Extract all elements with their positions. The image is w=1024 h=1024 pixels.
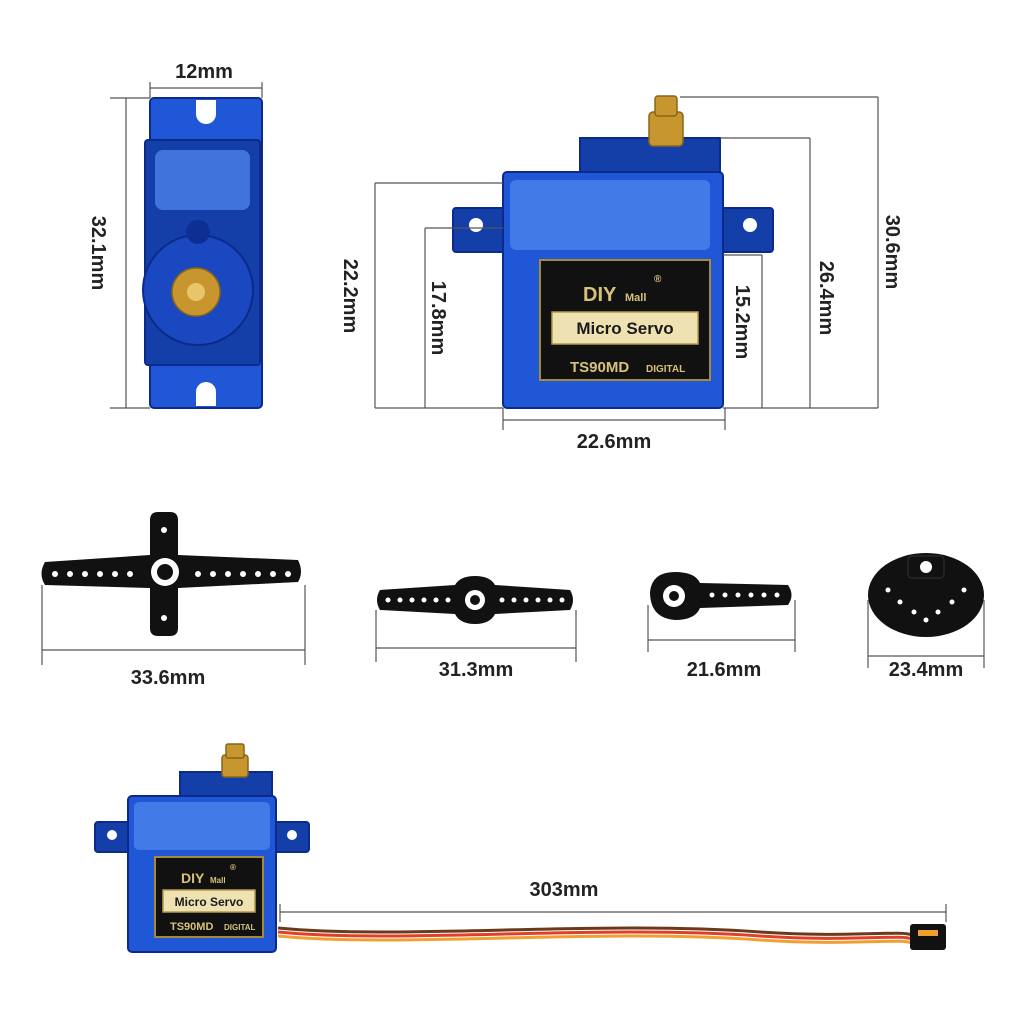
model-type: DIGITAL	[646, 364, 685, 375]
servo-front-view: DIY Mall ® Micro Servo TS90MD DIGITAL	[452, 95, 774, 409]
product-label-small: DIY Mall ® Micro Servo TS90MD DIGITAL	[154, 856, 264, 938]
dim-label-cable-length: 303mm	[530, 879, 599, 901]
dim-label-horn-disc: 23.4mm	[889, 659, 964, 681]
registered-mark-small: ®	[230, 863, 236, 872]
servo-with-cable: DIY Mall ® Micro Servo TS90MD DIGITAL	[94, 743, 946, 953]
dim-label-horn-double: 31.3mm	[439, 659, 514, 681]
horn-disc	[868, 553, 984, 637]
dim-label-side-height: 32.1mm	[87, 216, 109, 291]
horn-single	[650, 572, 792, 620]
dim-label-front-total-height: 30.6mm	[881, 215, 903, 290]
dim-label-front-width: 22.6mm	[577, 431, 652, 453]
brand-mall-small: Mall	[210, 876, 226, 885]
product-label: DIY Mall ® Micro Servo TS90MD DIGITAL	[539, 259, 711, 381]
dim-front-body-height: 22.2mm	[339, 182, 503, 409]
dim-front-total-height: 30.6mm	[680, 96, 903, 409]
dim-side-width: 12mm	[149, 61, 263, 98]
dim-label-side-width: 12mm	[175, 61, 233, 83]
dim-front-width: 22.6mm	[502, 408, 726, 453]
horn-cross	[41, 512, 301, 636]
dim-horn-single: 21.6mm	[647, 600, 796, 681]
dim-front-top-height: 26.4mm	[720, 137, 837, 408]
mount-slot-bottom	[196, 382, 216, 406]
connector-icon	[910, 924, 946, 950]
model-number-small: TS90MD	[170, 921, 213, 933]
horn-double	[377, 576, 573, 624]
dim-label-front-inner-height: 17.8mm	[427, 281, 449, 356]
model-number: TS90MD	[570, 359, 629, 376]
registered-mark: ®	[654, 274, 662, 285]
dim-label-front-mount-height: 15.2mm	[731, 285, 753, 360]
dim-horn-double: 31.3mm	[375, 610, 577, 681]
dim-label-front-top-height: 26.4mm	[815, 261, 837, 336]
brand-diy: DIY	[583, 284, 617, 306]
mount-slot-top	[196, 100, 216, 124]
wire-red	[277, 930, 913, 941]
wire-brown	[277, 926, 913, 937]
brand-diy-small: DIY	[181, 870, 205, 886]
dim-label-horn-single: 21.6mm	[687, 659, 762, 681]
dim-horn-disc: 23.4mm	[867, 600, 985, 681]
model-type-small: DIGITAL	[224, 923, 256, 932]
dim-label-front-body-height: 22.2mm	[339, 259, 361, 334]
wire-orange	[277, 934, 913, 945]
dim-front-mount-height: 15.2mm	[723, 254, 763, 408]
brand-mall: Mall	[625, 292, 646, 304]
dim-cable-length: 303mm	[279, 879, 947, 922]
servo-side-view	[142, 97, 263, 409]
dim-side-height: 32.1mm	[87, 97, 150, 409]
output-spline-icon	[648, 111, 684, 147]
dim-horn-cross: 33.6mm	[41, 585, 306, 689]
product-name: Micro Servo	[576, 319, 673, 338]
product-name-small: Micro Servo	[175, 895, 244, 909]
dim-label-horn-cross: 33.6mm	[131, 667, 206, 689]
dim-front-inner-height: 17.8mm	[424, 227, 503, 408]
